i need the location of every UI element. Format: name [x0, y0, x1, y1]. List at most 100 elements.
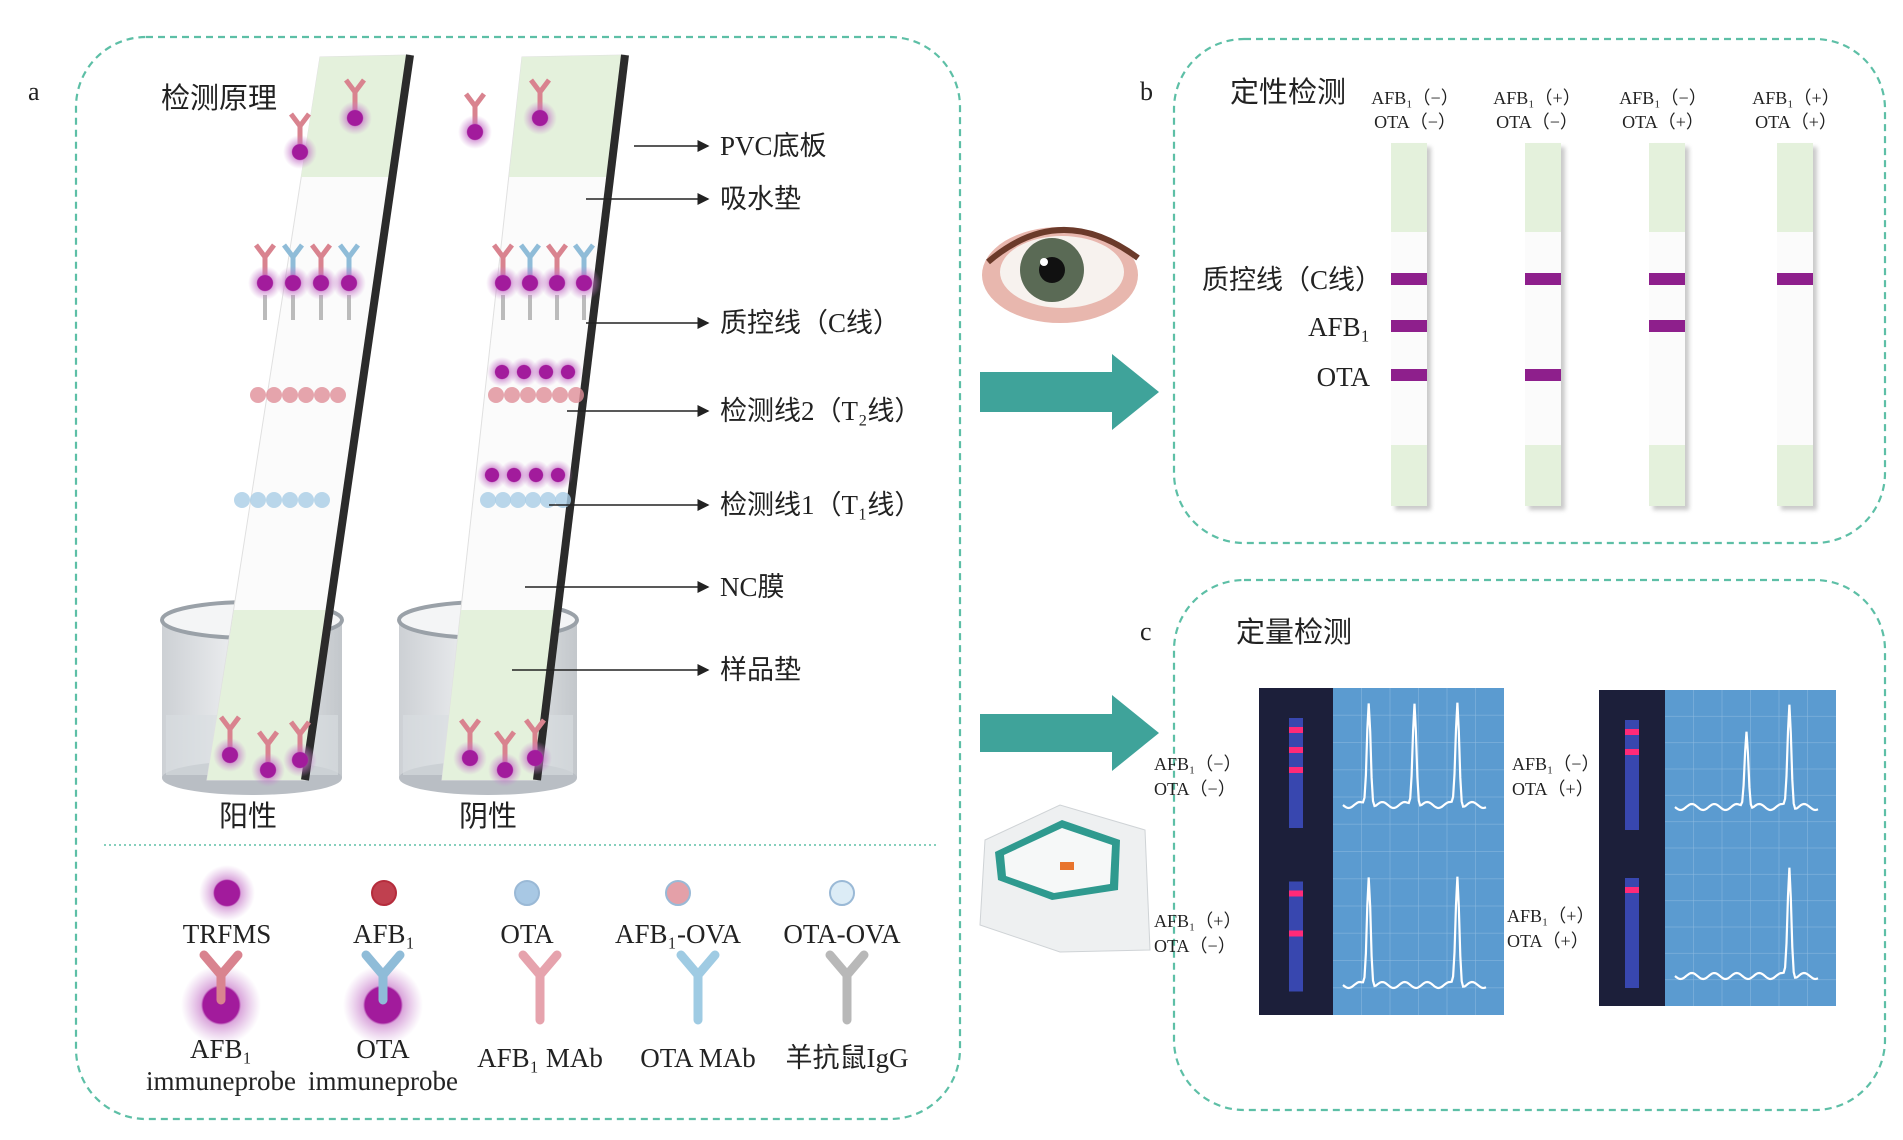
fluorescence-curve [1342, 876, 1487, 990]
legend-label: immuneprobe [146, 1066, 296, 1096]
part-label: 样品垫 [720, 655, 801, 685]
negative-label: 阴性 [459, 800, 517, 833]
fluorescence-curve [1674, 867, 1819, 981]
immunoprobe-icon [304, 243, 338, 300]
quantitative-results: AFB₁（−） OTA（−） AFB₁（−）OTA（+） AFB₁（+） OTA（−） A… [1154, 688, 1836, 1015]
immunoprobe-icon [453, 718, 487, 775]
immunoprobe-icon [338, 78, 372, 135]
c-line-label: 质控线（C线） [1202, 265, 1382, 295]
panel-b-letter: b [1140, 77, 1153, 106]
antigen-ova-icon [282, 492, 298, 508]
antigen-ova-icon [234, 492, 250, 508]
legend-label: OTA [356, 1034, 410, 1064]
trfms-icon [509, 357, 539, 387]
panel-c-letter: c [1140, 617, 1152, 646]
result-afb1-status: AFB₁（+） [1154, 911, 1241, 931]
legend-label: AFB₁ MAb [477, 1043, 603, 1073]
panel-a-title: 检测原理 [161, 82, 277, 115]
c-band-line [1391, 273, 1427, 285]
afb1-band-line [1649, 320, 1685, 332]
immunoprobe-icon [540, 243, 574, 300]
antigen-ova-icon [250, 492, 266, 508]
afb1-immunoprobe-icon [181, 950, 261, 1045]
legend-label: OTA MAb [640, 1043, 756, 1073]
antigen-ova-icon [282, 387, 298, 403]
legend-label: AFB₁-OVA [615, 919, 741, 949]
panel-c-title: 定量检测 [1236, 616, 1352, 649]
antigen-ova-icon [266, 492, 282, 508]
strip-afb1-status: AFB₁（+） [1752, 88, 1839, 108]
trfms-icon [477, 460, 507, 490]
arrow-to-qualitative-icon [980, 354, 1159, 430]
result-ota-status: OTA（−） [1154, 936, 1236, 956]
strip-window [1625, 720, 1639, 830]
immunoprobe-icon [567, 243, 601, 300]
part-label: 吸水垫 [720, 184, 801, 214]
panel-c-frame [1172, 578, 1887, 1112]
strip-afb1-status: AFB₁（+） [1493, 88, 1580, 108]
fluorescence-curve [1674, 704, 1819, 812]
fluorescent-band [1625, 887, 1639, 893]
trfms-icon [521, 460, 551, 490]
immunoprobe-icon [248, 243, 282, 300]
result-afb1-status: AFB₁（−） [1154, 754, 1241, 774]
antigen-ova-icon [298, 387, 314, 403]
sample-pad [1391, 445, 1427, 506]
eye-icon [982, 227, 1140, 323]
absorbent-pad [1777, 143, 1813, 232]
ota-ova-icon [829, 880, 855, 906]
result-afb1-status: AFB₁（−） [1512, 754, 1599, 774]
fluorescent-band [1625, 729, 1639, 735]
fluorescence-curve [1342, 702, 1487, 810]
antigen-ova-icon [504, 387, 520, 403]
antigen-ova-icon [525, 492, 541, 508]
strip-ota-status: OTA（+） [1622, 112, 1704, 132]
quantitative-result: AFB₁（−）OTA（+） [1512, 704, 1819, 830]
antigen-ova-icon [568, 387, 584, 403]
part-label: 质控线（C线） [720, 308, 900, 338]
absorbent-pad [1391, 143, 1427, 232]
legend-label: TRFMS [183, 919, 272, 949]
antigen-ova-icon [250, 387, 266, 403]
pvc-backing [301, 54, 414, 781]
immunoprobe-icon [251, 730, 285, 787]
result-afb1-status: AFB₁（+） [1507, 906, 1594, 926]
strip-afb1-status: AFB₁（−） [1619, 88, 1706, 108]
c-band-line [1777, 273, 1813, 285]
afb1-band-line [1391, 320, 1427, 332]
antigen-ova-icon [520, 387, 536, 403]
trfms-icon [487, 357, 517, 387]
afb1-line-label: AFB₁ [1308, 312, 1370, 342]
immunoprobe-icon [283, 112, 317, 169]
ota-band-line [1391, 369, 1427, 381]
antigen-ova-icon [314, 492, 330, 508]
immunoprobe-icon [458, 92, 492, 149]
panel-b-title: 定性检测 [1230, 76, 1346, 109]
strip-ota-status: OTA（−） [1496, 112, 1578, 132]
pvc-backing [533, 54, 629, 781]
fluorescent-band [1289, 930, 1303, 937]
legend-label: immuneprobe [308, 1066, 458, 1096]
fluorescent-band [1625, 749, 1639, 755]
trfms-icon [199, 865, 255, 921]
result-ota-status: OTA（−） [1154, 779, 1236, 799]
part-label: PVC底板 [720, 131, 827, 161]
antigen-ova-icon [536, 387, 552, 403]
immunoprobe-icon [276, 243, 310, 300]
qualitative-strip: AFB₁（−） OTA（+） [1619, 88, 1707, 510]
fluorescence-reader-device-icon [979, 804, 1151, 953]
immunoprobe-icon [213, 715, 247, 772]
ota-line-label: OTA [1317, 362, 1371, 392]
ota-band-line [1525, 369, 1561, 381]
arrow-to-quantitative-icon [980, 695, 1159, 771]
fluorescent-band [1289, 727, 1303, 733]
qualitative-strip: AFB₁（+） OTA（−） [1493, 88, 1581, 510]
immunoprobe-icon [486, 243, 520, 300]
qualitative-strip: AFB₁（+）OTA（+） [1752, 88, 1840, 510]
positive-label: 阳性 [219, 800, 277, 833]
antigen-ova-icon [495, 492, 511, 508]
qualitative-strip: AFB₁（−）OTA（−） [1371, 88, 1459, 510]
